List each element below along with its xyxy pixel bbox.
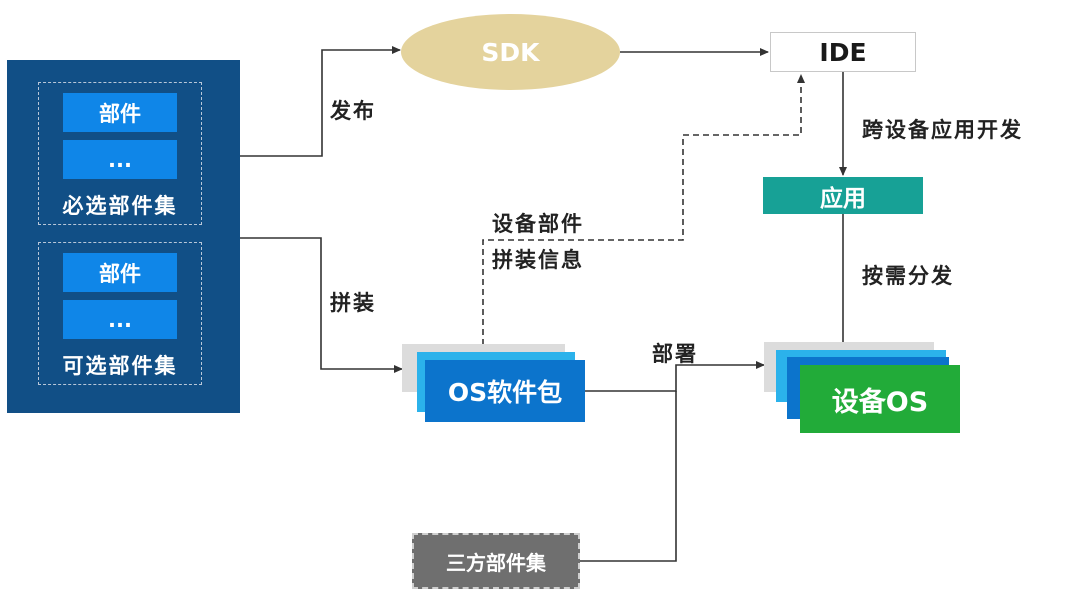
publish-label: 发布: [330, 99, 376, 123]
optional-group-label: 可选部件集: [62, 354, 178, 378]
required-group-label: 必选部件集: [62, 194, 178, 218]
assembly-info-label-line1: 设备部件: [492, 212, 584, 236]
app-node: 应用: [763, 177, 923, 214]
cross-device-dev-label: 跨设备应用开发: [862, 118, 1023, 142]
edge-third-party: [580, 391, 677, 562]
assemble-label: 拼装: [330, 291, 376, 315]
sdk-node: SDK: [401, 14, 620, 90]
required-part-item: 部件: [63, 93, 177, 132]
assembly-info-label-line2: 拼装信息: [492, 248, 584, 272]
device-os-node: 设备OS: [800, 365, 960, 433]
os-package-node: OS软件包: [425, 360, 585, 422]
distribute-label: 按需分发: [862, 264, 954, 288]
optional-part-more: ...: [63, 300, 177, 339]
component-panel: 部件 ... 必选部件集 部件 ... 可选部件集: [7, 60, 240, 413]
optional-component-group: 部件 ... 可选部件集: [38, 242, 202, 385]
required-part-more: ...: [63, 140, 177, 179]
deploy-label: 部署: [652, 342, 698, 366]
optional-part-item: 部件: [63, 253, 177, 292]
edge-publish: [240, 46, 401, 157]
required-component-group: 部件 ... 必选部件集: [38, 82, 202, 225]
edge-deploy: [585, 361, 765, 392]
edge-assemble: [240, 237, 403, 373]
ide-node: IDE: [770, 32, 916, 72]
third-party-component-node: 三方部件集: [412, 533, 580, 589]
